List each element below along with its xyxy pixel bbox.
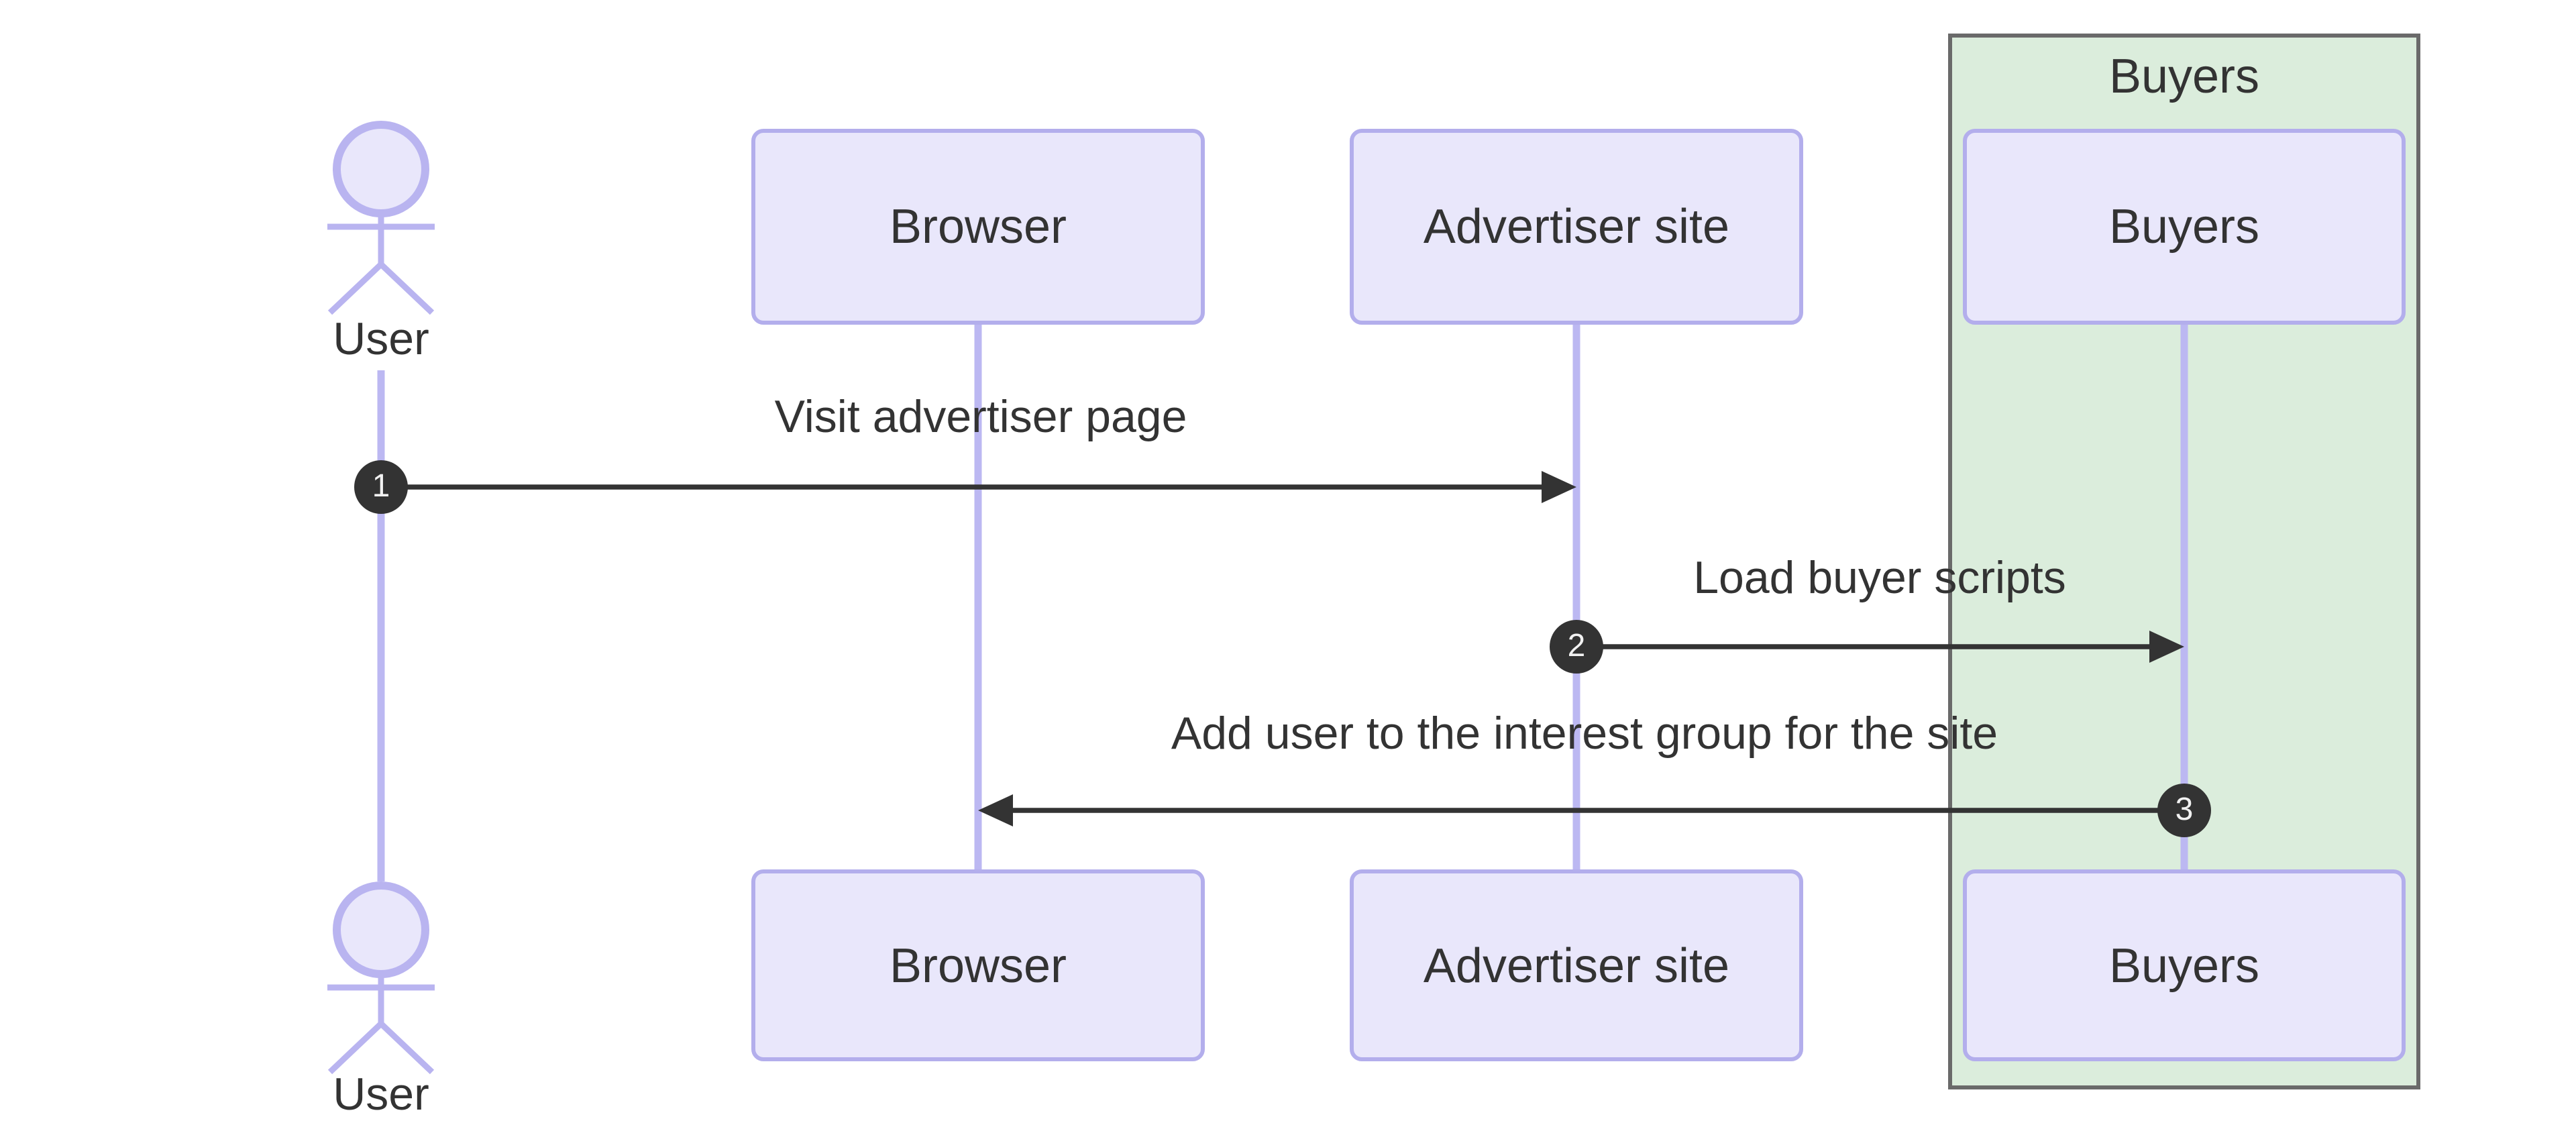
message-arrow-3 bbox=[978, 794, 2184, 826]
participant-label: Browser bbox=[889, 199, 1067, 254]
arrowhead-left-icon bbox=[978, 794, 1013, 826]
actor-head bbox=[333, 121, 429, 217]
message-label-2: Load buyer scripts bbox=[1693, 553, 2066, 604]
actor-figure-user-bottom bbox=[327, 881, 435, 1075]
participant-box-buyers-bottom: Buyers bbox=[1963, 869, 2406, 1061]
participant-box-browser-bottom: Browser bbox=[751, 869, 1205, 1061]
message-arrow-1 bbox=[381, 471, 1576, 503]
participant-label: Advertiser site bbox=[1423, 199, 1730, 254]
sequence-number-badge-2: 2 bbox=[1550, 620, 1603, 674]
participant-label: Advertiser site bbox=[1423, 937, 1730, 992]
participant-box-browser-top: Browser bbox=[751, 129, 1205, 325]
actor-leg-left bbox=[327, 1021, 384, 1075]
actor-leg-left bbox=[327, 262, 384, 315]
arrowhead-right-icon bbox=[1542, 471, 1576, 503]
participant-box-buyers-top: Buyers bbox=[1963, 129, 2406, 325]
actor-figure-user-top bbox=[327, 121, 435, 315]
sequence-number-badge-3: 3 bbox=[2157, 784, 2211, 837]
actor-leg-right bbox=[378, 262, 435, 315]
message-label-1: Visit advertiser page bbox=[774, 392, 1187, 443]
message-label-3: Add user to the interest group for the s… bbox=[1171, 708, 1998, 759]
sequence-number-badge-1: 1 bbox=[354, 460, 408, 514]
actor-head bbox=[333, 881, 429, 978]
participant-label: Buyers bbox=[2108, 199, 2260, 254]
actor-label-user-top: User bbox=[333, 314, 429, 365]
group-title: Buyers bbox=[2108, 48, 2260, 103]
actor-label-user-bottom: User bbox=[333, 1069, 429, 1120]
participant-label: Browser bbox=[889, 937, 1067, 992]
actor-leg-right bbox=[378, 1021, 435, 1075]
message-arrow-2 bbox=[1576, 631, 2184, 663]
participant-box-advertiser-site-bottom: Advertiser site bbox=[1350, 869, 1803, 1061]
participant-label: Buyers bbox=[2108, 937, 2260, 992]
arrowhead-right-icon bbox=[2149, 631, 2184, 663]
participant-box-advertiser-site-top: Advertiser site bbox=[1350, 129, 1803, 325]
